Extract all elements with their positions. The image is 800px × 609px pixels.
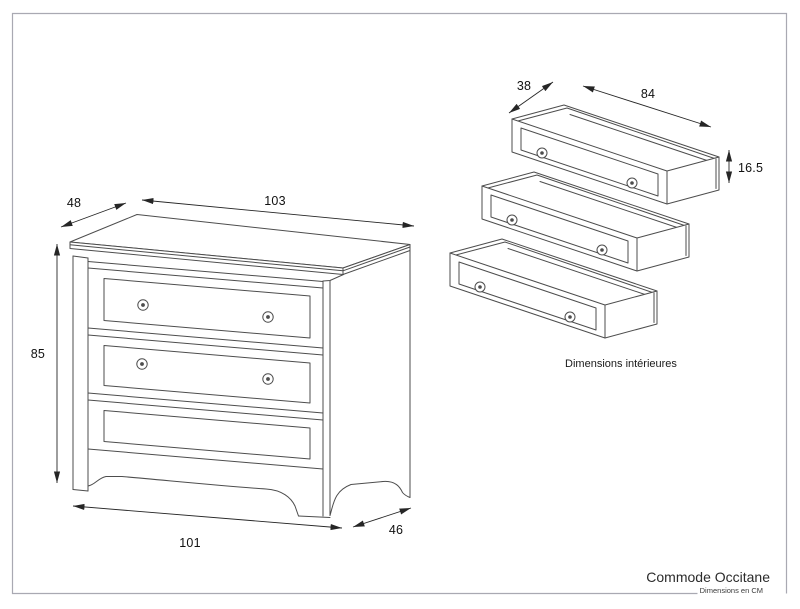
commode-drawer2-panel bbox=[103, 345, 311, 404]
commode-knob-dot bbox=[140, 362, 144, 366]
commode-knob-dot bbox=[266, 377, 270, 381]
dim-value-84: 84 bbox=[641, 87, 655, 101]
commode-knob-dot bbox=[266, 315, 270, 319]
commode-drawer1-top-line bbox=[87, 267, 324, 289]
dim-line-38 bbox=[508, 81, 554, 114]
drawers-caption: Dimensions intérieures bbox=[565, 358, 677, 370]
product-title: Commode Occitane bbox=[646, 569, 770, 585]
dimension-top-depth: 48 bbox=[60, 196, 127, 228]
commode-left-foot-bottom bbox=[72, 489, 89, 492]
dimension-interior-height: 16.5 bbox=[725, 150, 763, 183]
title-block: Commode Occitane Dimensions en CM bbox=[646, 569, 770, 595]
commode-knob-dot bbox=[141, 303, 145, 307]
commode-right-stile-top bbox=[322, 274, 344, 282]
commode-drawer1-bottom-line bbox=[87, 327, 324, 349]
commode-drawer2-top-line bbox=[87, 334, 324, 356]
commode-drawer3-bottom-line bbox=[87, 448, 324, 470]
dimension-base-width: 101 bbox=[72, 503, 343, 550]
commode-drawer3-top-line bbox=[87, 399, 324, 421]
dim-value-46: 46 bbox=[389, 523, 403, 537]
drawing-frame bbox=[11, 12, 788, 595]
drawers-figure: 38 84 16.5 Dimensions intérieures bbox=[449, 79, 763, 370]
commode-drawer1-panel bbox=[103, 278, 311, 339]
dim-line-84 bbox=[582, 85, 712, 128]
dim-line-101 bbox=[72, 503, 343, 531]
commode-drawer3-panel bbox=[103, 410, 311, 460]
commode-figure: 48 103 85 101 46 bbox=[31, 194, 415, 550]
dimension-base-depth: 46 bbox=[352, 507, 412, 537]
dim-value-38: 38 bbox=[517, 79, 531, 93]
dim-line-46 bbox=[352, 507, 412, 528]
commode-drawer2-bottom-line bbox=[87, 392, 324, 414]
commode-top-rail bbox=[87, 261, 324, 282]
dim-value-85: 85 bbox=[31, 347, 45, 361]
dimension-interior-width: 84 bbox=[582, 85, 712, 128]
dim-value-103: 103 bbox=[264, 194, 285, 208]
commode-top-edge-profile-line bbox=[69, 244, 411, 272]
units-note: Dimensions en CM bbox=[700, 586, 763, 595]
commode-left-stile-top bbox=[72, 255, 89, 259]
dimension-interior-depth: 38 bbox=[508, 79, 554, 114]
commode-side-apron bbox=[329, 480, 411, 516]
dimension-height: 85 bbox=[31, 244, 61, 483]
dim-value-48: 48 bbox=[67, 196, 81, 210]
dim-line-48 bbox=[60, 202, 127, 228]
dim-value-101: 101 bbox=[179, 536, 200, 550]
dimension-top-width: 103 bbox=[141, 194, 415, 228]
dim-line-103 bbox=[141, 198, 415, 228]
commode-right-foot-bottom bbox=[298, 515, 331, 518]
commode-front-apron bbox=[87, 476, 299, 517]
dim-value-16-5: 16.5 bbox=[738, 161, 763, 175]
